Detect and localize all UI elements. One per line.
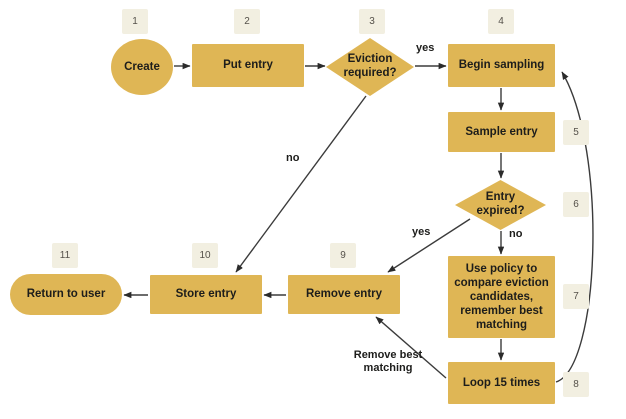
- node-entry-expired-label: Entry expired?: [476, 191, 525, 217]
- badge-10-text: 10: [199, 250, 211, 261]
- node-create[interactable]: Create: [111, 39, 173, 95]
- node-loop-15-times[interactable]: Loop 15 times: [448, 362, 555, 404]
- node-begin-sampling[interactable]: Begin sampling: [448, 44, 555, 87]
- node-remove-entry-label: Remove entry: [305, 288, 383, 301]
- node-return-to-user-label: Return to user: [26, 288, 106, 301]
- edge-label-yes-expired: yes: [412, 226, 431, 238]
- node-store-entry[interactable]: Store entry: [150, 275, 262, 314]
- badge-11-text: 11: [59, 250, 71, 261]
- badge-7-text: 7: [573, 291, 579, 302]
- badge-1-text: 1: [132, 16, 138, 27]
- badge-5-text: 5: [573, 127, 579, 138]
- node-loop-15-times-label: Loop 15 times: [462, 376, 541, 389]
- edge-label-no-eviction: no: [286, 152, 300, 164]
- badge-4: 4: [488, 9, 514, 34]
- badge-10: 10: [192, 243, 218, 268]
- node-remove-entry[interactable]: Remove entry: [288, 275, 400, 314]
- node-begin-sampling-label: Begin sampling: [458, 59, 545, 72]
- edge-label-yes-eviction: yes: [416, 42, 435, 54]
- badge-6: 6: [563, 192, 589, 217]
- node-put-entry[interactable]: Put entry: [192, 44, 304, 87]
- node-use-policy[interactable]: Use policy to compare eviction candidate…: [448, 256, 555, 338]
- node-eviction-required-label: Eviction required?: [343, 53, 397, 79]
- badge-7: 7: [563, 284, 589, 309]
- badge-6-text: 6: [573, 199, 579, 210]
- node-store-entry-label: Store entry: [175, 288, 237, 301]
- badge-3-text: 3: [369, 16, 375, 27]
- badge-2: 2: [234, 9, 260, 34]
- node-sample-entry[interactable]: Sample entry: [448, 112, 555, 152]
- node-use-policy-label: Use policy to compare eviction candidate…: [454, 262, 549, 332]
- badge-5: 5: [563, 120, 589, 145]
- badge-9: 9: [330, 243, 356, 268]
- badge-9-text: 9: [340, 250, 346, 261]
- badge-8-text: 8: [573, 379, 579, 390]
- edge-loop-15-times-to-begin-sampling: [555, 71, 594, 383]
- node-return-to-user[interactable]: Return to user: [10, 274, 122, 315]
- node-entry-expired[interactable]: Entry expired?: [455, 180, 546, 230]
- badge-2-text: 2: [244, 16, 250, 27]
- edge-label-remove-best-matching: Remove best matching: [353, 349, 423, 375]
- node-eviction-required[interactable]: Eviction required?: [326, 38, 414, 96]
- node-create-label: Create: [124, 60, 160, 73]
- badge-1: 1: [122, 9, 148, 34]
- badge-8: 8: [563, 372, 589, 397]
- badge-11: 11: [52, 243, 78, 268]
- node-sample-entry-label: Sample entry: [465, 125, 538, 138]
- node-put-entry-label: Put entry: [223, 59, 273, 72]
- badge-3: 3: [359, 9, 385, 34]
- edge-label-no-expired: no: [509, 228, 523, 240]
- badge-4-text: 4: [498, 16, 504, 27]
